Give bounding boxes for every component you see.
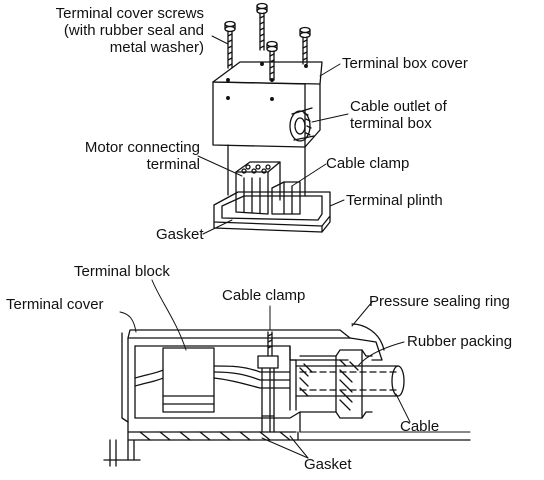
- terminal-cover-screws-line2: (with rubber seal and: [63, 22, 204, 39]
- terminal-cover-label: Terminal cover: [6, 296, 104, 313]
- cable-outlet-line1: Cable outlet of: [350, 98, 447, 115]
- terminal-plinth: [213, 191, 331, 233]
- terminal-box-cover: [212, 61, 323, 148]
- cable-outlet-gland: [289, 107, 315, 142]
- section-view: [103, 323, 471, 467]
- motor-connecting-terminal-label: Motor connecting terminal: [85, 139, 200, 173]
- motor-connecting-terminal: [235, 161, 281, 215]
- terminal-cover-screws-line3: metal washer): [109, 39, 204, 56]
- terminal-cover-screws-label: Terminal cover screws (with rubber seal …: [56, 5, 204, 56]
- terminal-box-cover-label: Terminal box cover: [342, 55, 468, 72]
- pressure-sealing-ring-label: Pressure sealing ring: [369, 293, 510, 310]
- motor-terminal-line2: terminal: [146, 156, 200, 173]
- screw-1: [224, 20, 236, 69]
- cable-clamp-top: [271, 181, 301, 215]
- cable-label: Cable: [400, 418, 440, 435]
- gasket-top-label: Gasket: [156, 226, 204, 243]
- cable-clamp-bottom-label: Cable clamp: [222, 287, 306, 304]
- screw-2: [256, 2, 268, 51]
- cable-outlet-label: Cable outlet of terminal box: [350, 98, 447, 132]
- screw-4: [299, 26, 311, 65]
- screw-3: [266, 40, 278, 81]
- terminal-cover-screws-line1: Terminal cover screws: [55, 5, 204, 22]
- terminal-plinth-label: Terminal plinth: [346, 192, 443, 209]
- terminal-block-label: Terminal block: [74, 263, 170, 280]
- motor-terminal-line1: Motor connecting: [84, 139, 200, 156]
- leader-lines: [119, 35, 411, 459]
- rubber-packing-label: Rubber packing: [407, 333, 513, 350]
- terminal-cover-screws: [224, 2, 311, 81]
- cable-outlet-line2: terminal box: [350, 115, 432, 132]
- gasket-bottom-label: Gasket: [304, 456, 352, 473]
- cable-clamp-top-label: Cable clamp: [326, 155, 410, 172]
